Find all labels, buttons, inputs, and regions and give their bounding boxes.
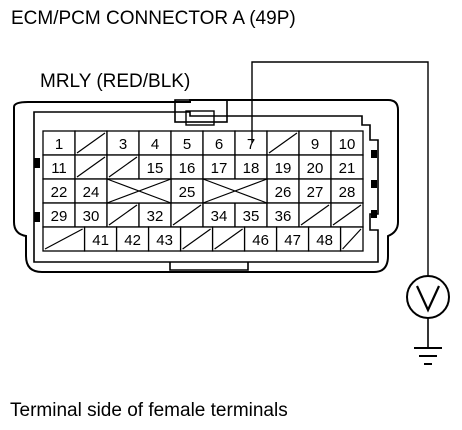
unused-terminal-slash [332,204,362,226]
unused-terminal-slash [76,132,106,154]
diagram-caption: Terminal side of female terminals [10,400,288,421]
connector-housing [13,99,399,273]
unused-terminal-slash [214,228,243,250]
terminal-41 [83,226,118,252]
terminal-number: 36 [275,208,292,225]
terminal-number: 10 [339,136,356,153]
terminal-number: 3 [119,136,127,153]
terminal-42 [115,226,150,252]
terminal-number: 34 [211,208,228,225]
terminal-number: 42 [124,232,141,249]
terminal-number: 16 [179,160,196,177]
terminal-number: 22 [51,184,68,201]
terminal-number: 43 [156,232,173,249]
blank-cavity-cross [106,178,172,204]
terminal-number: 26 [275,184,292,201]
terminal-number: 21 [339,160,356,177]
terminal-number: 32 [147,208,164,225]
terminal-number: 6 [215,136,223,153]
terminal-48 [307,226,342,252]
blank-cavity-cross [202,178,268,204]
terminal-number: 5 [183,136,191,153]
terminal-27 [298,178,332,204]
terminal-number: 27 [307,184,324,201]
housing-latch-tabs [34,150,377,222]
wire-label: MRLY (RED/BLK) [40,71,191,92]
terminal-number: 24 [83,184,100,201]
unused-terminal-slash [44,228,83,250]
terminal-number: 1 [55,136,63,153]
terminal-number: 7 [247,136,255,153]
terminal-17 [202,154,236,180]
terminal-number: 18 [243,160,260,177]
terminal-number: 28 [339,184,356,201]
terminal-number: 17 [211,160,228,177]
terminal-number: 4 [151,136,159,153]
unused-terminal-slash [182,228,211,250]
terminal-46 [243,226,278,252]
probe-wire [251,61,429,276]
terminal-number: 11 [51,160,67,177]
terminal-number: 29 [51,208,68,225]
terminal-number: 15 [147,160,164,177]
unused-terminal-slash [268,132,298,154]
terminal-number: 47 [284,232,301,249]
terminal-number: 19 [275,160,292,177]
terminal-number: 35 [243,208,260,225]
terminal-number: 41 [92,232,109,249]
ground-symbol-icon [414,347,442,365]
terminal-28 [330,178,364,204]
terminal-number: 30 [83,208,100,225]
unused-terminal-slash [76,156,106,178]
terminal-36 [266,202,300,228]
voltmeter-icon [406,275,450,319]
terminal-number: 25 [179,184,196,201]
terminal-number: 20 [307,160,324,177]
unused-terminal-slash [300,204,330,226]
unused-terminal-slash [342,228,362,250]
terminal-43 [147,226,182,252]
unused-terminal-slash [172,204,202,226]
terminal-number: 48 [316,232,333,249]
diagram-title: ECM/PCM CONNECTOR A (49P) [11,8,296,29]
unused-terminal-slash [108,156,138,178]
terminal-number: 9 [311,136,319,153]
terminal-9 [298,130,332,156]
terminal-number: 46 [252,232,269,249]
terminal-20 [298,154,332,180]
unused-terminal-slash [108,204,138,226]
